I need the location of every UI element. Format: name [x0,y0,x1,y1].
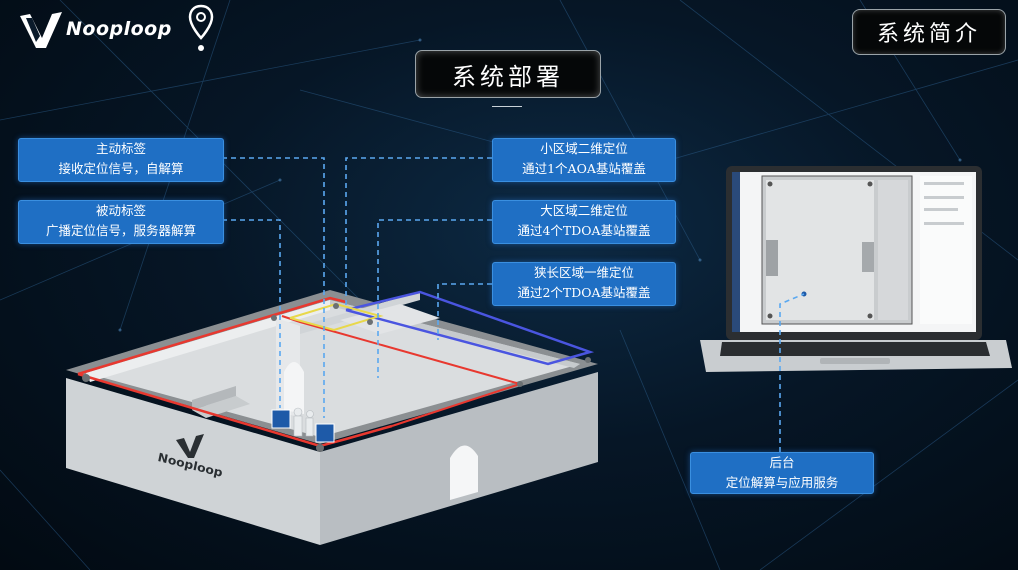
passive-tag-label: 被动标签 广播定位信号，服务器解算 [18,200,224,244]
small-area-label: 小区域二维定位 通过1个AOA基站覆盖 [492,138,676,182]
laptop [700,166,1012,372]
active-tag-title: 主动标签 [95,141,146,156]
building-model [66,290,598,545]
system-intro-button[interactable]: 系统简介 [852,9,1006,55]
large-area-desc: 通过4个TDOA基站覆盖 [517,223,651,238]
active-tag-label: 主动标签 接收定位信号，自解算 [18,138,224,182]
passive-tag-desc: 广播定位信号，服务器解算 [45,223,196,238]
location-pin-icon [188,4,214,51]
narrow-area-label: 狭长区域一维定位 通过2个TDOA基站覆盖 [492,262,676,306]
building-brand-mark [176,434,204,458]
connector-lines [222,157,805,452]
small-area-title: 小区域二维定位 [540,141,628,156]
active-tag-desc: 接收定位信号，自解算 [58,161,184,176]
narrow-area-title: 狭长区域一维定位 [533,265,634,280]
title-underline [492,106,522,107]
brand-name: Nooploop [66,18,172,40]
passive-tag-title: 被动标签 [95,203,146,218]
large-area-label: 大区域二维定位 通过4个TDOA基站覆盖 [492,200,676,244]
small-area-desc: 通过1个AOA基站覆盖 [522,161,646,176]
backend-desc: 定位解算与应用服务 [725,475,839,490]
section-title: 系统部署 [415,50,601,98]
brand-logo[interactable]: Nooploop [18,8,218,52]
narrow-area-desc: 通过2个TDOA基站覆盖 [517,285,651,300]
backend-title: 后台 [769,455,795,470]
large-area-title: 大区域二维定位 [540,203,628,218]
brand-mark-icon [20,12,62,48]
backend-label: 后台 定位解算与应用服务 [690,452,874,494]
